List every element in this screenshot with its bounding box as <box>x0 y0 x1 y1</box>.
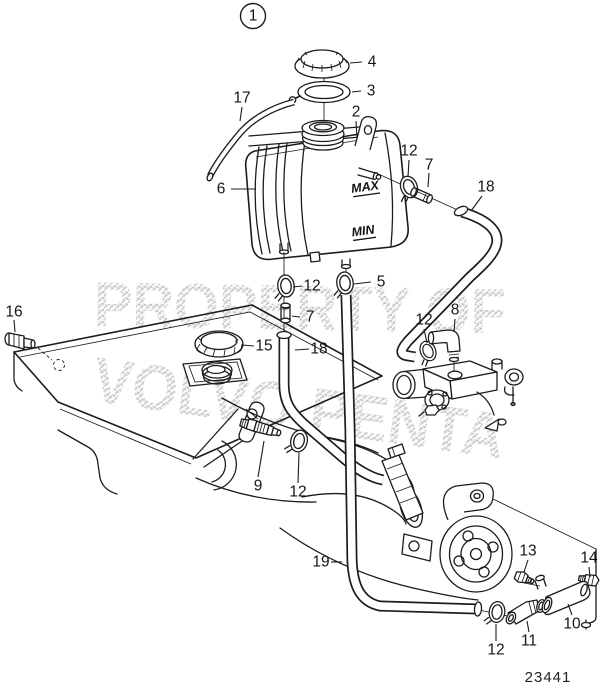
callout-label-12: 12 <box>289 484 306 501</box>
callout-leader <box>588 566 591 578</box>
hoses <box>206 98 503 617</box>
expansion-tank: MAX MIN <box>244 49 409 270</box>
callout-leader <box>355 120 358 139</box>
callout-label-6: 6 <box>217 181 226 198</box>
pump-flange <box>418 389 450 417</box>
callout-leader <box>294 348 310 351</box>
callout-label-3: 3 <box>367 83 376 100</box>
callout-leader <box>470 195 483 212</box>
coolant-hose-18-middle <box>276 330 385 486</box>
callout-leader <box>13 319 16 333</box>
callout-leader <box>427 172 430 188</box>
callout-label-11: 11 <box>521 633 537 650</box>
tank-side-nipple <box>357 167 382 181</box>
callout-label-18: 18 <box>310 341 327 358</box>
callout-leader <box>407 159 410 178</box>
drawing-number: 23441 <box>525 669 572 686</box>
callout-label-17: 17 <box>233 90 250 107</box>
connector-pipe-7-right <box>410 187 433 204</box>
callout-label-15: 15 <box>255 338 272 355</box>
callout-leader <box>453 318 456 333</box>
callout-label-14: 14 <box>580 550 598 567</box>
callout-label-16: 16 <box>5 304 22 321</box>
tank-max-marking: MAX <box>350 178 380 196</box>
worm-clamp <box>381 443 424 521</box>
housing-bracket <box>503 368 524 407</box>
callout-leader <box>239 106 243 122</box>
callout-leader <box>523 559 529 573</box>
location-arrow <box>484 418 500 432</box>
pipe-10 <box>534 574 591 616</box>
sealing-ring <box>288 80 351 104</box>
callout-leader <box>349 61 363 64</box>
oil-filler-cap <box>194 330 244 358</box>
water-pump <box>439 482 597 630</box>
callout-leader <box>351 90 362 93</box>
callout-leader <box>241 344 255 347</box>
figure-callout-circle <box>239 2 267 30</box>
callout-label-9: 9 <box>254 478 263 495</box>
callout-label-12: 12 <box>415 312 432 329</box>
thermostat-housing <box>392 358 524 432</box>
callout-label-2: 2 <box>352 104 361 121</box>
callout-label-4: 4 <box>368 54 377 71</box>
callout-label-19: 19 <box>312 554 329 571</box>
callout-leader <box>567 603 573 616</box>
callout-leader <box>292 285 303 288</box>
engine-block <box>4 304 479 601</box>
nipple-fitting-9 <box>239 418 282 437</box>
callout-label-12: 12 <box>400 143 417 160</box>
filler-port <box>182 358 248 387</box>
fittings <box>239 173 600 627</box>
plug-fitting <box>4 332 65 371</box>
callout-label-7: 7 <box>425 157 434 174</box>
callout-label-12: 12 <box>487 642 504 659</box>
connector-pipe-7-bottom <box>280 302 291 324</box>
callout-leader <box>257 440 265 478</box>
callout-leader <box>526 620 530 633</box>
pressure-cap <box>294 49 350 79</box>
callout-label-18: 18 <box>477 179 494 196</box>
callout-leader <box>353 281 372 285</box>
overflow-hose-17 <box>206 98 295 182</box>
callout-label-8: 8 <box>451 302 460 319</box>
callout-leader <box>291 315 301 318</box>
elbow-fitting-8 <box>427 329 461 363</box>
callout-leader <box>423 328 428 344</box>
coolant-hose-19 <box>340 294 483 617</box>
pulley <box>439 515 513 593</box>
coolant-hose-18-right <box>396 205 503 363</box>
tank-strap <box>254 142 292 255</box>
filler-neck <box>301 119 345 151</box>
callout-label-13: 13 <box>519 543 536 560</box>
callout-label-7: 7 <box>306 309 315 326</box>
callout-label-1: 1 <box>249 8 258 25</box>
callout-label-12: 12 <box>303 278 320 295</box>
callout-label-5: 5 <box>377 274 386 291</box>
callout-leader <box>297 452 300 484</box>
callout-label-10: 10 <box>563 616 581 633</box>
tank-min-marking: MIN <box>351 222 377 239</box>
